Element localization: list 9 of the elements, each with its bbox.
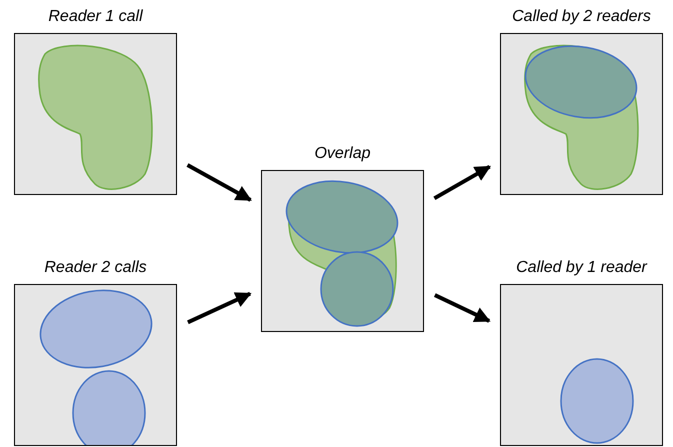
arrow — [187, 292, 252, 324]
panel-heading: Overlap — [314, 144, 371, 164]
arrow — [433, 164, 491, 200]
panel-heading: Called by 2 readers — [512, 7, 651, 27]
arrow — [434, 293, 491, 323]
panel-heading: Reader 2 calls — [44, 258, 147, 278]
panel-heading: Called by 1 reader — [516, 258, 647, 278]
arrow — [186, 163, 252, 202]
panel-heading: Reader 1 call — [48, 7, 143, 27]
